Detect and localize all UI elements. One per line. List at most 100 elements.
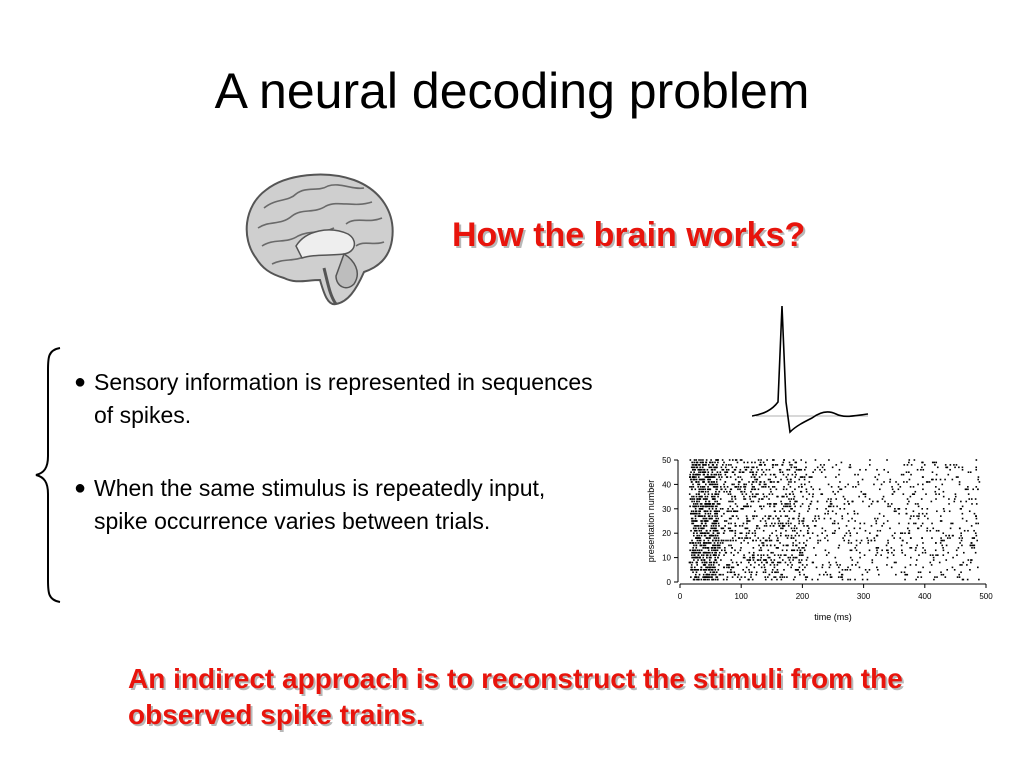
spike-point [741,537,743,539]
spike-point [690,512,692,515]
spike-point [803,517,805,520]
spike-point [828,566,831,569]
spike-point [899,532,902,534]
spike-point [803,542,805,544]
spike-point [933,461,936,464]
spike-point [794,471,796,473]
spike-point [705,537,708,539]
spike-point [965,500,968,503]
spike-point [908,500,910,503]
spike-point [704,490,707,493]
spike-point [688,493,691,495]
spike-point [908,478,911,481]
spike-point [754,488,757,491]
x-tick-label: 100 [735,592,749,601]
spike-point [715,561,718,564]
spike-point [693,464,695,466]
spike-point [942,547,944,549]
spike-point [773,481,775,483]
spike-point [715,576,718,578]
spike-point [960,539,963,542]
spike-point [763,564,765,566]
spike-point [755,573,758,576]
spike-point [697,483,699,486]
spike-point [905,471,908,473]
spike-point [889,505,891,508]
spike-point [757,493,759,495]
spike-point [698,471,700,473]
spike-point [716,466,718,469]
spike-point [712,486,715,488]
spike-point [906,481,908,483]
spike-point [708,564,710,566]
spike-point [939,478,942,481]
spike-point [707,478,709,481]
spike-point [791,554,793,556]
spike-point [844,498,846,500]
spike-point [745,534,748,537]
spike-point [768,537,771,539]
spike-point [698,529,701,532]
spike-point [939,520,942,522]
spike-point [716,578,719,581]
spike-point [716,520,719,522]
spike-point [709,554,712,556]
spike-point [711,515,714,517]
spike-point [708,542,711,544]
spike-point [849,464,851,466]
spike-point [833,532,836,534]
spike-point [715,522,717,525]
spike-point [690,529,692,532]
spike-point [807,505,810,508]
spike-point [880,554,882,556]
spike-point [775,529,777,532]
spike-point [711,508,714,510]
spike-point [801,503,804,505]
spike-point [886,459,888,461]
spike-point [798,534,800,537]
spike-point [789,464,791,466]
spike-point [706,532,709,534]
spike-point [707,515,710,517]
spike-point [757,459,760,461]
spike-point [720,473,722,476]
spike-point [736,505,739,508]
spike-point [800,554,803,556]
spike-point [756,515,758,517]
spike-point [898,508,901,510]
spike-point [875,547,878,549]
spike-point [751,532,754,534]
spike-point [863,522,866,525]
spike-point [731,466,734,469]
spike-point [691,539,693,542]
spike-point [762,493,765,495]
spike-point [933,578,935,581]
spike-point [739,578,741,581]
spike-point [818,488,821,491]
spike-point [778,525,781,527]
spike-point [846,569,849,571]
spike-point [800,468,803,471]
spike-point [799,505,802,508]
spike-point [932,527,935,530]
spike-point [737,537,740,539]
spike-point [781,527,784,530]
spike-point [876,551,879,554]
spike-point [840,576,842,578]
spike-point [709,551,711,554]
spike-point [748,481,750,483]
spike-point [728,500,730,503]
spike-point [732,539,734,542]
spike-point [798,559,801,561]
spike-point [733,510,736,513]
spike-point [694,573,697,576]
spike-point [917,527,920,530]
spike-point [694,488,697,491]
spike-point [877,547,880,549]
spike-point [716,532,719,534]
spike-point [949,527,952,530]
spike-point [754,495,757,498]
spike-point [854,520,856,522]
spike-point [754,532,757,534]
spike-point [838,527,840,530]
